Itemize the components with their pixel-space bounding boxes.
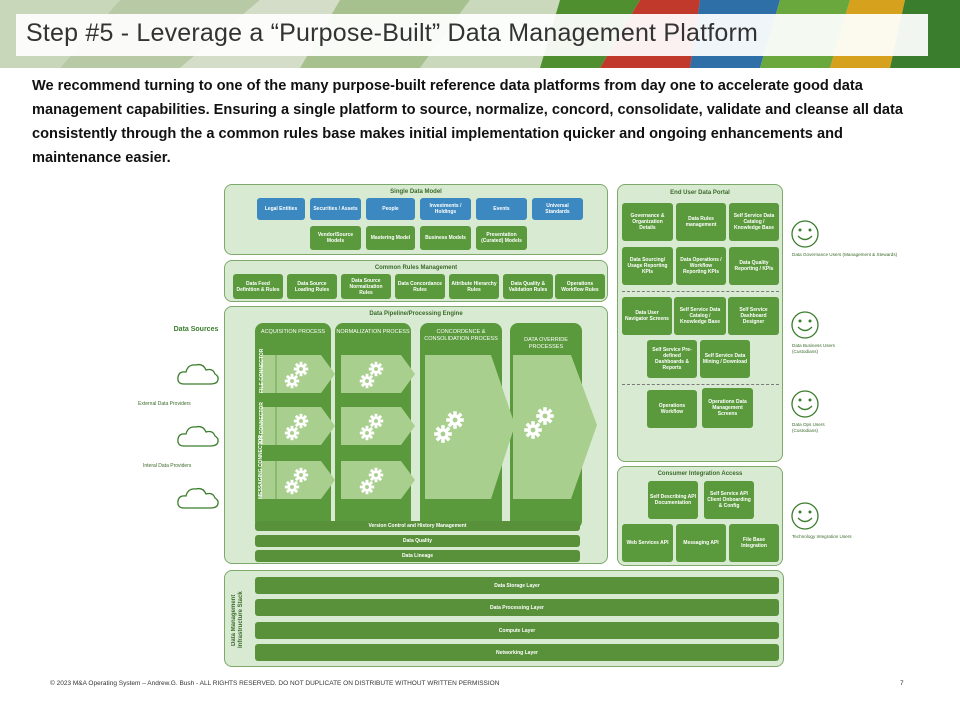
integration-item[interactable]: Web Services API bbox=[622, 524, 673, 562]
data-lineage-bar: Data Lineage bbox=[255, 550, 580, 562]
portal-item[interactable]: Self Service Dashboard Designer bbox=[728, 297, 779, 335]
user-smiley-icon bbox=[791, 220, 819, 248]
rules-item[interactable]: Data Concordance Rules bbox=[395, 274, 445, 299]
cloud-icon bbox=[177, 425, 219, 447]
compute-layer: Compute Layer bbox=[255, 622, 779, 639]
common-rules-title: Common Rules Management bbox=[374, 265, 458, 271]
section-divider bbox=[622, 291, 779, 292]
section-divider bbox=[622, 384, 779, 385]
portal-item[interactable]: Self Service Data Catalog / Knowledge Ba… bbox=[674, 297, 726, 335]
user-smiley-icon bbox=[791, 502, 819, 530]
pipeline-title: Data Pipeline/Processing Engine bbox=[369, 311, 463, 317]
portal-item[interactable]: Governance & Organization Details bbox=[622, 203, 673, 241]
external-providers-label: External Data Providers bbox=[138, 401, 191, 407]
model-item[interactable]: Universal Standards bbox=[532, 198, 583, 220]
user-smiley-icon bbox=[791, 311, 819, 339]
column-title: DATA OVERRIDE PROCESSES bbox=[524, 337, 568, 350]
processing-layer: Data Processing Layer bbox=[255, 599, 779, 616]
single-data-model-panel: Single Data Model Legal Entities Securit… bbox=[224, 184, 608, 255]
end-user-portal-panel: End User Data Portal Governance & Organi… bbox=[617, 184, 783, 462]
cloud-icon bbox=[177, 363, 219, 385]
rules-item[interactable]: Data Source Loading Rules bbox=[287, 274, 337, 299]
copyright-footer: © 2023 M&A Operating System – Andrew.G. … bbox=[50, 680, 500, 687]
pipeline-panel: Data Pipeline/Processing Engine ACQUISIT… bbox=[224, 306, 608, 564]
model-item[interactable]: Business Models bbox=[420, 226, 471, 250]
portal-item[interactable]: Operations Data Management Screens bbox=[702, 388, 753, 428]
pipeline-arrows bbox=[261, 355, 597, 499]
portal-item[interactable]: Data Quality Reporting / KPIs bbox=[729, 247, 779, 285]
cloud-icon bbox=[177, 487, 219, 509]
page-title: Step #5 - Leverage a “Purpose-Built” Dat… bbox=[26, 19, 759, 47]
internal-providers-label: Interal Data Providers bbox=[143, 463, 192, 469]
model-item[interactable]: Presentation (Curated) Models bbox=[476, 226, 527, 250]
portal-item[interactable]: Data User Navigator Screens bbox=[622, 297, 672, 335]
model-item[interactable]: Mastering Model bbox=[366, 226, 415, 250]
rules-item[interactable]: Data Feed Definition & Rules bbox=[233, 274, 283, 299]
title-backdrop bbox=[16, 14, 928, 56]
model-item[interactable]: Events bbox=[476, 198, 527, 220]
portal-item[interactable]: Self Service Pre-defined Dashboards & Re… bbox=[647, 340, 697, 378]
networking-layer: Networking Layer bbox=[255, 644, 779, 661]
portal-item[interactable]: Self Service Data Mining / Download bbox=[700, 340, 750, 378]
integration-users-label: Technology Integration Users bbox=[792, 534, 852, 539]
integration-item[interactable]: Self Service API Client Onboarding & Con… bbox=[704, 481, 754, 519]
model-item[interactable]: Investments / Holdings bbox=[420, 198, 471, 220]
portal-title: End User Data Portal bbox=[670, 190, 730, 196]
single-data-model-title: Single Data Model bbox=[390, 189, 442, 195]
data-sources-title: Data Sources bbox=[173, 326, 219, 333]
column-title: NORMALIZATION PROCESS bbox=[336, 329, 410, 335]
version-control-bar: Version Control and History Management bbox=[255, 521, 580, 531]
common-rules-panel: Common Rules Management Data Feed Defini… bbox=[224, 260, 608, 302]
user-smiley-icon bbox=[791, 390, 819, 418]
intro-paragraph: We recommend turning to one of the many … bbox=[32, 78, 904, 166]
infrastructure-panel: Data Management Infrastructure Stack Dat… bbox=[224, 570, 784, 667]
integration-item[interactable]: Messaging API bbox=[676, 524, 726, 562]
infrastructure-title: Data Management Infrastructure Stack bbox=[231, 591, 244, 649]
rules-item[interactable]: Attribute Hierarchy Rules bbox=[449, 274, 499, 299]
data-quality-bar: Data Quality bbox=[255, 535, 580, 547]
consumer-integration-panel: Consumer Integration Access Self Describ… bbox=[617, 466, 783, 566]
portal-item[interactable]: Data Rules management bbox=[676, 203, 726, 241]
model-item[interactable]: People bbox=[366, 198, 415, 220]
portal-item[interactable]: Operations Workflow bbox=[647, 390, 697, 428]
storage-layer: Data Storage Layer bbox=[255, 577, 779, 594]
business-users-label: Data Business Users (Custodians) bbox=[792, 343, 835, 354]
integration-item[interactable]: Self Describing API Documentation bbox=[648, 481, 698, 519]
portal-item[interactable]: Self Service Data Catalog / Knowledge Ba… bbox=[729, 203, 779, 241]
column-title: ACQUISITION PROCESS bbox=[260, 329, 326, 335]
governance-users-label: Data Governance Users (Management & Stew… bbox=[792, 252, 898, 257]
column-title: CONCORDENCE & CONSOLIDATION PROCESS bbox=[424, 329, 498, 342]
rules-item[interactable]: Operations Workflow Rules bbox=[555, 274, 605, 299]
header-banner bbox=[0, 0, 960, 68]
rules-item[interactable]: Data Quality & Validation Rules bbox=[503, 274, 553, 299]
rules-item[interactable]: Data Source Normalization Rules bbox=[341, 274, 391, 299]
portal-item[interactable]: Data Operations / Workflow Reporting KPI… bbox=[676, 247, 726, 285]
consumer-integration-title: Consumer Integration Access bbox=[657, 471, 743, 477]
model-item[interactable]: Legal Entities bbox=[257, 198, 305, 220]
page-number: 7 bbox=[900, 680, 904, 687]
model-item[interactable]: Securities / Assets bbox=[310, 198, 361, 220]
ops-users-label: Data Ops Users (Custodians) bbox=[792, 422, 825, 433]
model-item[interactable]: Vendor/Source Models bbox=[310, 226, 361, 250]
integration-item[interactable]: File Base Integration bbox=[729, 524, 779, 562]
portal-item[interactable]: Data Sourcing/ Usage Reporting KPIs bbox=[622, 247, 673, 285]
